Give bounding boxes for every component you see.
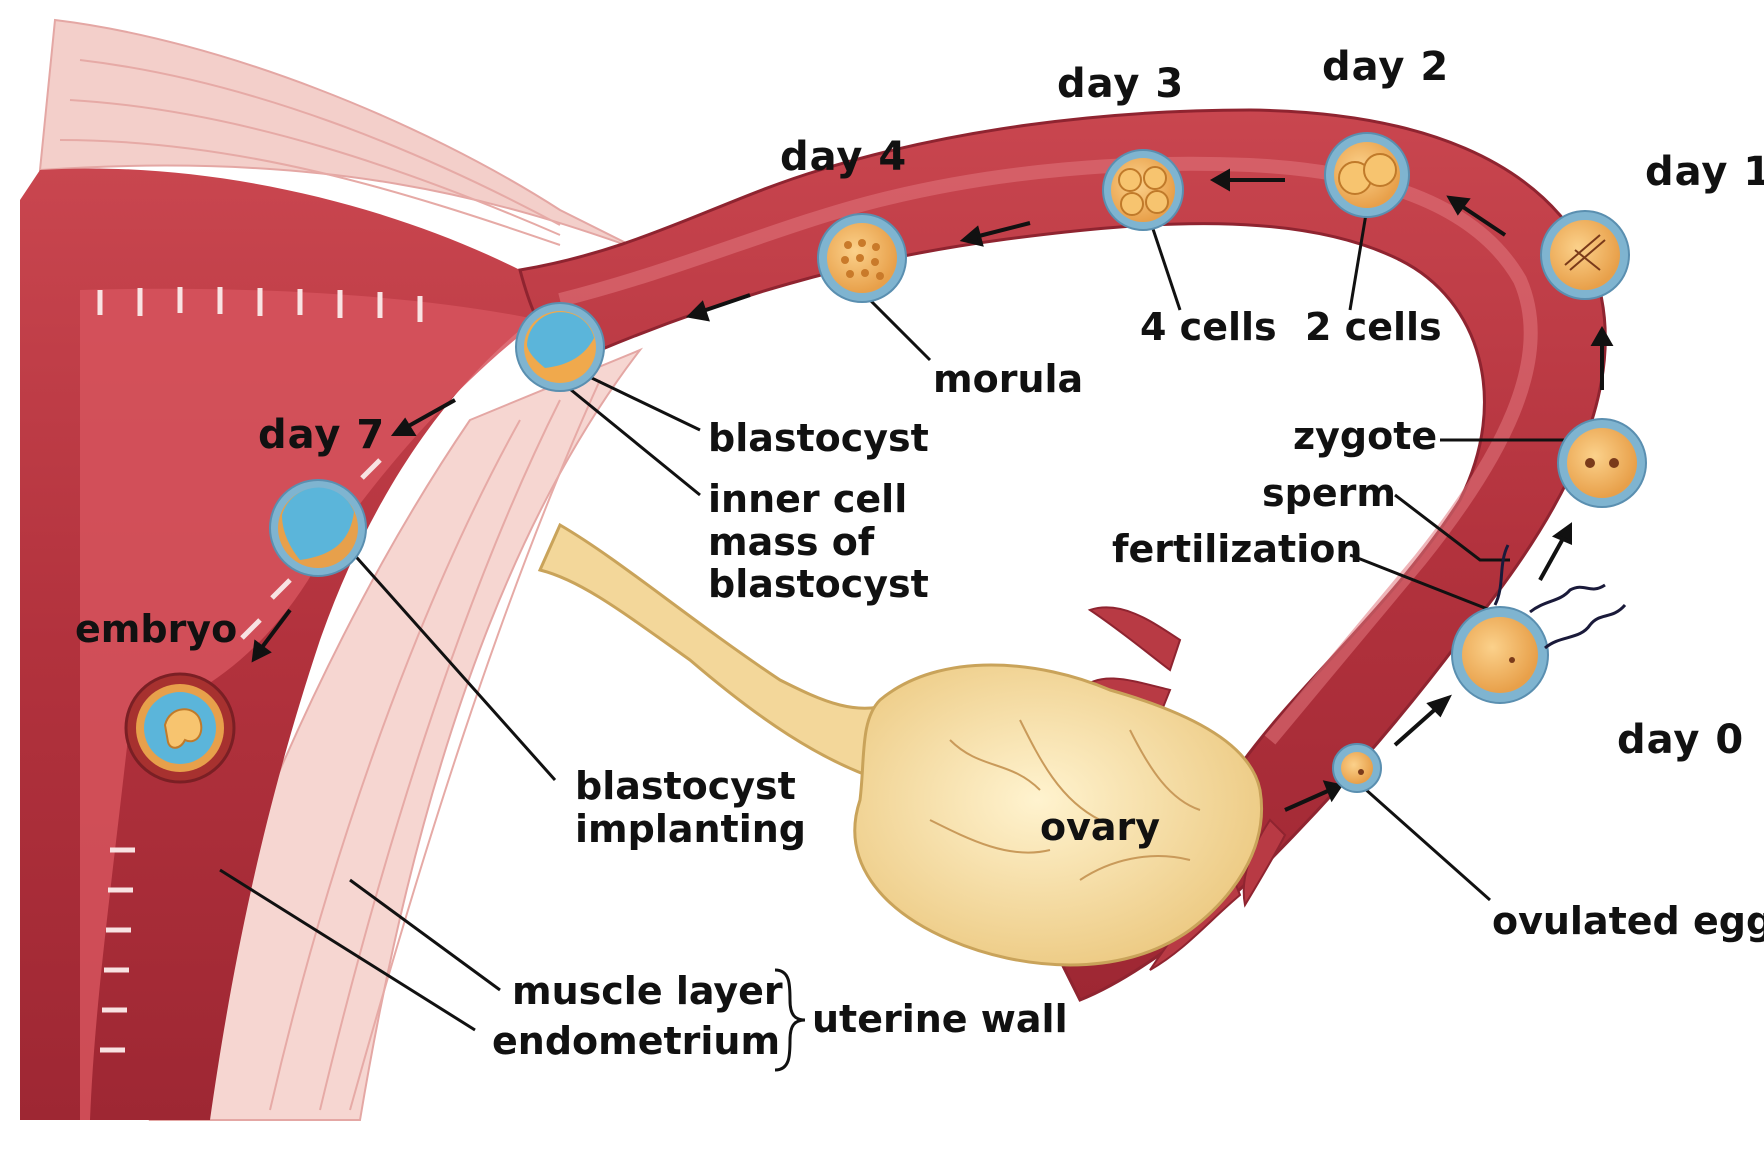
label-endometrium: endometrium [492,1020,780,1063]
label-muscle-layer: muscle layer [512,970,783,1013]
label-ovulated-egg: ovulated egg [1492,900,1764,943]
label-inner-cell-mass-line-1: inner cell [708,478,929,521]
four-cell-stage [1103,150,1183,230]
label-blastocyst: blastocyst [708,417,929,460]
leader-inner-cell-mass [565,385,700,495]
label-day-0: day 0 [1617,718,1744,763]
label-morula: morula [933,358,1083,401]
two-cell-stage [1325,133,1409,217]
label-embryo: embryo [75,608,237,651]
label-blastocyst-implanting-line-2: implanting [575,808,806,851]
label-day-2: day 2 [1322,45,1449,90]
label-inner-cell-mass-line-2: mass of [708,521,929,564]
zygote-cell [1558,419,1646,507]
label-ovary: ovary [1040,806,1160,849]
label-day-1: day 1 [1645,150,1764,195]
label-inner-cell-mass: inner cell mass of blastocyst [708,478,929,606]
label-inner-cell-mass-line-3: blastocyst [708,563,929,606]
label-uterine-wall: uterine wall [812,998,1068,1041]
label-day-7: day 7 [258,413,385,458]
arrow-fertilization-to-zygote [1540,526,1570,580]
embryo-cell [126,674,234,782]
label-blastocyst-implanting: blastocyst implanting [575,765,806,850]
label-sperm: sperm [1262,472,1396,515]
leader-ovulated-egg [1355,780,1490,900]
implanting-blastocyst [270,480,366,576]
label-fertilization: fertilization [1112,528,1362,571]
label-zygote: zygote [1293,415,1437,458]
label-day-3: day 3 [1057,62,1184,107]
day1-cell [1541,211,1629,299]
label-day-4: day 4 [780,135,907,180]
morula-cell [818,214,906,302]
label-blastocyst-implanting-line-1: blastocyst [575,765,806,808]
label-2-cells: 2 cells [1305,306,1442,349]
ovulated-egg-cell [1333,744,1381,792]
blastocyst-cell [516,303,604,391]
label-4-cells: 4 cells [1140,306,1277,349]
